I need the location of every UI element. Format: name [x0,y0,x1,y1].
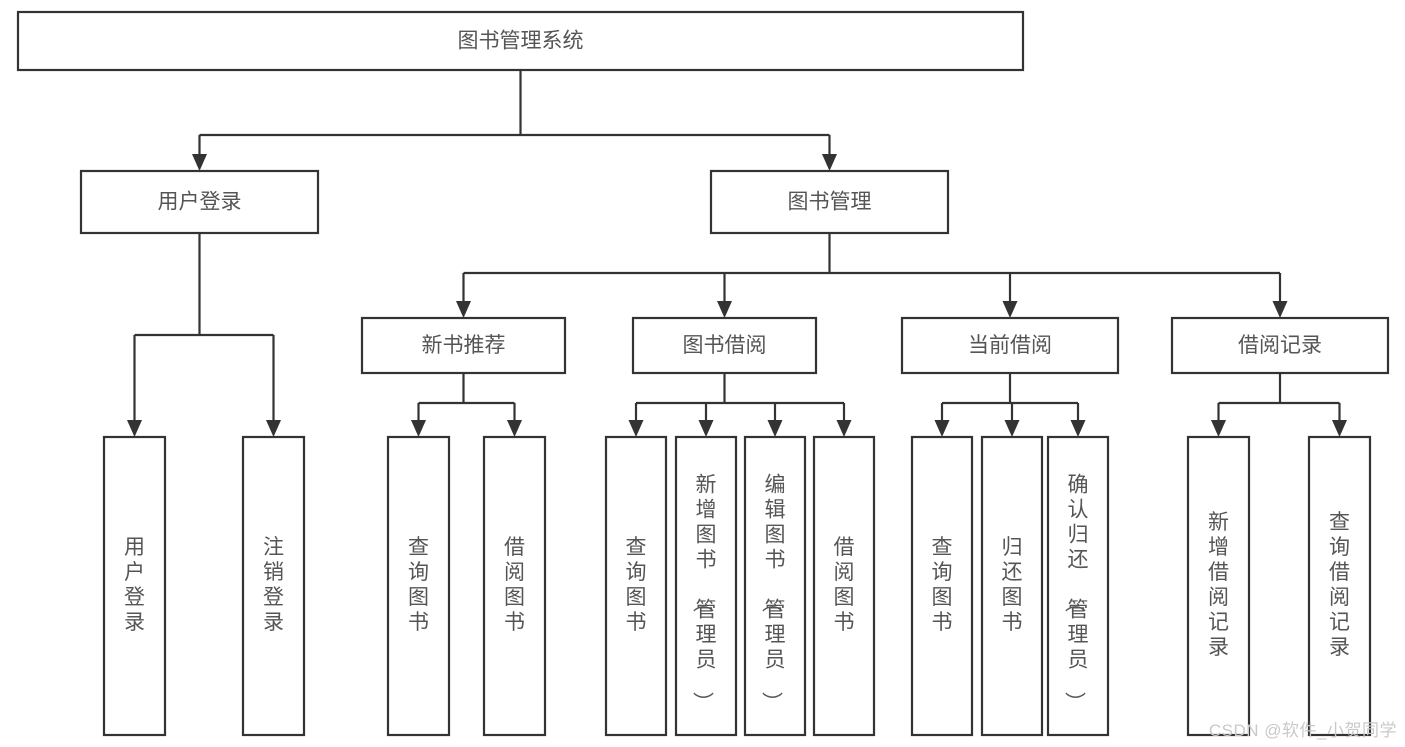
arrow-head-leaf-cb-confirm-return [1070,420,1086,437]
node-book-borrow[interactable]: 图书借阅 [631,316,818,375]
node-box-leaf-cb-query-book[interactable] [910,435,974,737]
node-label-leaf-bb-add-book: 新增图书（管理员） [691,474,717,713]
arrow-head-new-book-recommend [456,301,471,318]
arrow-head-leaf-cb-return-book [1004,420,1020,437]
node-label-leaf-user-login: 用户登录 [124,536,145,634]
node-leaf-cb-confirm-return[interactable]: 确认归还（管理员） [1046,435,1110,737]
arrow-head-leaf-user-logout [266,420,281,437]
node-box-leaf-user-logout[interactable] [241,435,306,737]
arrow-head-leaf-rec-query-book [411,420,426,437]
connector-group-current-borrow [934,373,1086,437]
connector-group-root [192,70,837,171]
node-leaf-bb-add-book[interactable]: 新增图书（管理员） [674,435,738,737]
connector-group-book-borrow [628,373,852,437]
connector-group-new-book-recommend [411,373,522,437]
node-label-leaf-bb-edit-book: 编辑图书（管理员） [760,474,786,713]
arrow-head-borrow-record [1272,301,1288,318]
node-leaf-bb-query-book[interactable]: 查询图书 [604,435,668,737]
node-label-book-manage: 图书管理 [788,191,872,214]
node-leaf-user-logout[interactable]: 注销登录 [241,435,306,737]
arrow-head-leaf-cb-query-book [934,420,950,437]
node-new-book-recommend[interactable]: 新书推荐 [360,316,567,375]
node-leaf-user-login[interactable]: 用户登录 [102,435,167,737]
node-leaf-cb-return-book[interactable]: 归还图书 [980,435,1044,737]
node-box-borrow-record[interactable] [1170,316,1390,375]
node-leaf-cb-query-book[interactable]: 查询图书 [910,435,974,737]
node-box-book-borrow[interactable] [631,316,818,375]
node-label-leaf-cb-return-book: 归还图书 [1002,536,1023,634]
node-box-user-login[interactable] [79,169,320,235]
node-leaf-bb-borrow-book[interactable]: 借阅图书 [812,435,876,737]
node-box-leaf-bb-borrow-book[interactable] [812,435,876,737]
node-borrow-record[interactable]: 借阅记录 [1170,316,1390,375]
node-label-leaf-cb-confirm-return: 确认归还（管理员） [1063,474,1089,713]
node-box-leaf-br-query-record[interactable] [1307,435,1372,737]
node-box-leaf-rec-query-book[interactable] [386,435,451,737]
node-box-leaf-br-add-record[interactable] [1186,435,1251,737]
connector-group-user-login [127,233,281,437]
arrow-head-current-borrow [1002,301,1018,318]
arrow-head-book-manage [822,154,837,171]
node-label-root: 图书管理系统 [458,30,584,53]
node-label-leaf-br-query-record: 查询借阅记录 [1329,511,1350,659]
arrow-head-user-login [192,154,207,171]
node-root[interactable]: 图书管理系统 [16,10,1025,72]
node-label-leaf-bb-query-book: 查询图书 [626,536,647,634]
node-box-leaf-bb-edit-book[interactable] [743,435,807,737]
node-box-leaf-user-login[interactable] [102,435,167,737]
node-label-leaf-br-add-record: 新增借阅记录 [1208,511,1229,659]
node-box-leaf-cb-confirm-return[interactable] [1046,435,1110,737]
arrow-head-leaf-rec-borrow-book [507,420,522,437]
node-label-user-login: 用户登录 [158,191,242,214]
node-leaf-bb-edit-book[interactable]: 编辑图书（管理员） [743,435,807,737]
arrow-head-leaf-br-query-record [1332,420,1347,437]
node-leaf-rec-borrow-book[interactable]: 借阅图书 [482,435,547,737]
node-box-leaf-bb-add-book[interactable] [674,435,738,737]
arrow-head-book-borrow [717,301,732,318]
node-label-borrow-record: 借阅记录 [1238,334,1322,357]
node-user-login[interactable]: 用户登录 [79,169,320,235]
connector-group-book-manage [456,233,1288,318]
node-box-leaf-cb-return-book[interactable] [980,435,1044,737]
node-label-leaf-cb-query-book: 查询图书 [932,536,953,634]
arrow-head-leaf-bb-query-book [628,420,644,437]
node-box-book-manage[interactable] [709,169,950,235]
node-label-leaf-rec-borrow-book: 借阅图书 [504,536,525,634]
arrow-head-leaf-br-add-record [1211,420,1226,437]
connector-group-borrow-record [1211,373,1347,437]
node-box-new-book-recommend[interactable] [360,316,567,375]
arrow-head-leaf-bb-add-book [698,420,714,437]
node-box-leaf-rec-borrow-book[interactable] [482,435,547,737]
node-label-new-book-recommend: 新书推荐 [422,334,506,357]
node-current-borrow[interactable]: 当前借阅 [900,316,1120,375]
connector-layer [127,70,1347,437]
node-label-book-borrow: 图书借阅 [683,334,767,357]
node-label-current-borrow: 当前借阅 [968,334,1052,357]
arrow-head-leaf-bb-borrow-book [836,420,852,437]
node-label-leaf-user-logout: 注销登录 [263,536,284,634]
node-layer: 图书管理系统用户登录图书管理新书推荐图书借阅当前借阅借阅记录用户登录注销登录查询… [16,10,1390,737]
node-label-leaf-bb-borrow-book: 借阅图书 [834,536,855,634]
node-book-manage[interactable]: 图书管理 [709,169,950,235]
node-label-leaf-rec-query-book: 查询图书 [408,536,429,634]
node-leaf-br-add-record[interactable]: 新增借阅记录 [1186,435,1251,737]
node-box-leaf-bb-query-book[interactable] [604,435,668,737]
node-leaf-rec-query-book[interactable]: 查询图书 [386,435,451,737]
arrow-head-leaf-bb-edit-book [767,420,783,437]
node-box-current-borrow[interactable] [900,316,1120,375]
node-leaf-br-query-record[interactable]: 查询借阅记录 [1307,435,1372,737]
node-box-root[interactable] [16,10,1025,72]
arrow-head-leaf-user-login [127,420,142,437]
